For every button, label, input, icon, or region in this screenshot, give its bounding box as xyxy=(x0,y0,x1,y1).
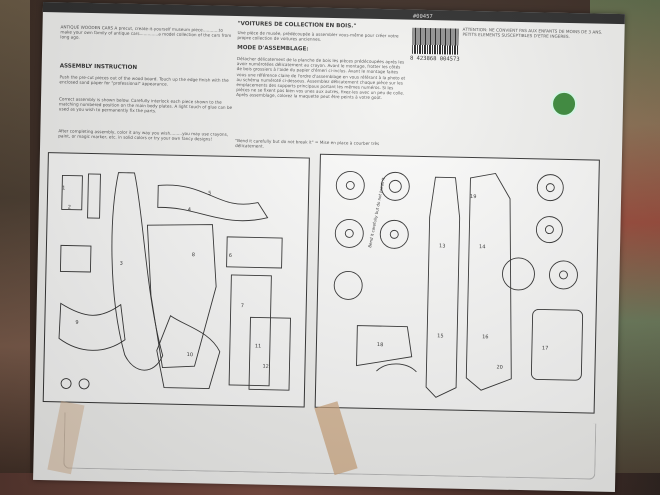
part-number: 1 xyxy=(62,185,65,191)
french-title: "VOITURES DE COLLECTION EN BOIS." xyxy=(237,21,357,30)
part-number: 18 xyxy=(377,342,383,348)
english-step-1: Push the pre-cut pieces out of the wood … xyxy=(59,74,229,87)
part-number: 2 xyxy=(68,205,71,211)
part-number: 5 xyxy=(208,190,211,196)
part-number: 17 xyxy=(542,345,548,351)
part-number: 14 xyxy=(479,244,485,250)
part-number: 20 xyxy=(496,365,502,371)
parts-panel-right: 13 14 15 16 17 18 19 20 Bend it carefull… xyxy=(314,153,600,414)
package-back: ANTIQUE WOODEN CARS A precut, create-it-… xyxy=(33,1,625,493)
part-number: 11 xyxy=(255,343,261,349)
barcode-digits: 8 423868 004573 xyxy=(409,55,460,63)
catalog-code: #00457 xyxy=(412,13,433,21)
parts-panel-left: 1 2 3 4 5 6 7 8 9 10 11 12 xyxy=(42,152,310,408)
english-heading: ASSEMBLY INSTRUCTION xyxy=(59,63,138,71)
english-step-2: Correct assembly is shown below. Careful… xyxy=(58,96,233,114)
french-note: "Bend it carefully but do not break it" … xyxy=(235,138,380,149)
part-number: 3 xyxy=(120,261,123,267)
part-number: 16 xyxy=(482,334,488,340)
part-number: 6 xyxy=(229,253,232,259)
quality-seal-icon xyxy=(550,90,578,118)
french-body: Détacher délicatement de la planche de b… xyxy=(236,56,406,101)
part-number: 10 xyxy=(187,352,193,358)
parts-outline-left: 1 2 3 4 5 6 7 8 9 10 11 12 xyxy=(58,172,291,391)
part-number: 4 xyxy=(188,207,191,213)
part-number: 9 xyxy=(75,320,78,326)
part-number: 12 xyxy=(262,364,268,370)
package-top-edge xyxy=(42,1,625,25)
french-heading: MODE D'ASSEMBLAGE: xyxy=(237,45,309,53)
part-number: 15 xyxy=(437,333,443,339)
english-intro: ANTIQUE WOODEN CARS A precut, create-it-… xyxy=(60,24,232,41)
part-number: 13 xyxy=(439,243,445,249)
french-subtitle: Une pièce de musée, prédécoupée à assemb… xyxy=(237,30,399,42)
part-number: 8 xyxy=(192,252,195,258)
warning-text: ATTENTION: NE CONVIENT PAS AUX ENFANTS D… xyxy=(462,26,603,40)
part-number: 7 xyxy=(241,303,244,309)
parts-outline-right: 13 14 15 16 17 18 19 20 Bend it carefull… xyxy=(333,170,584,398)
barcode xyxy=(412,27,459,55)
background-left xyxy=(0,0,30,495)
english-step-3: After completing assembly, color it any … xyxy=(58,128,229,142)
part-number: 19 xyxy=(470,194,476,200)
bend-note: Bend it carefully but do not break it xyxy=(367,177,386,248)
